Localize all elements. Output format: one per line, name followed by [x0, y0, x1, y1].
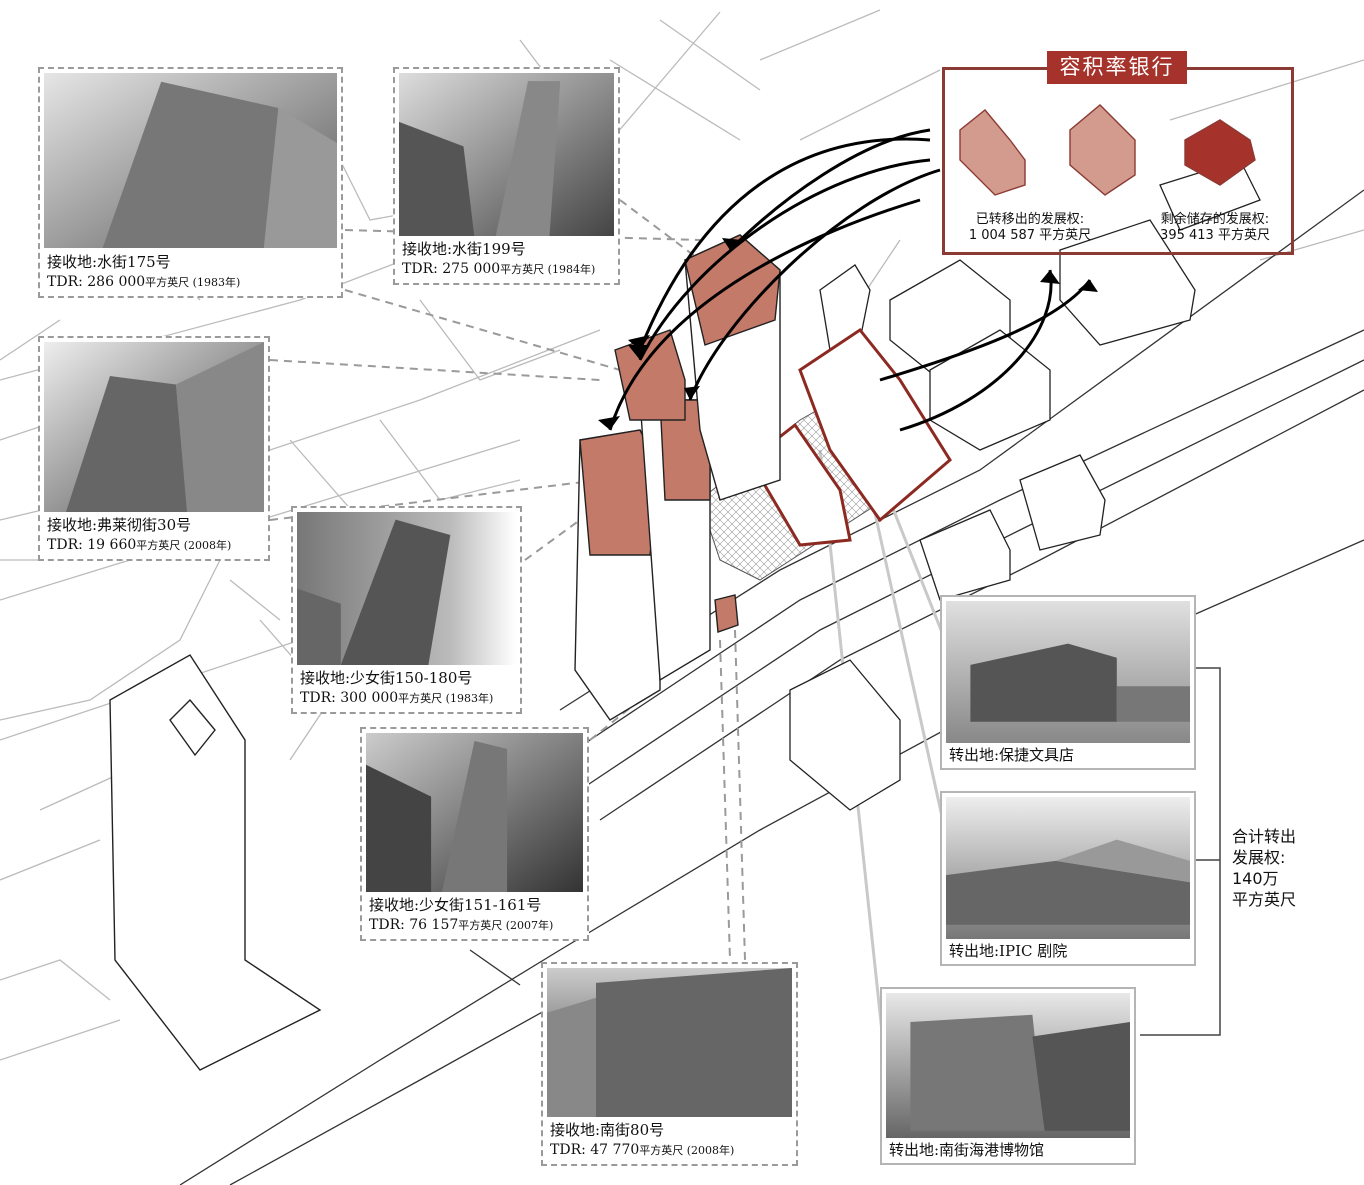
transferred-label: 已转移出的发展权: [975, 212, 1085, 227]
site-photo [44, 73, 337, 248]
site-tdr: TDR: 19 660平方英尺 (2008年) [47, 535, 264, 556]
site-tdr: TDR: 300 000平方英尺 (1983年) [300, 688, 516, 709]
tdr-value: TDR: 47 770 [550, 1142, 640, 1158]
site-caption: 接收地:南街80号 TDR: 47 770平方英尺 (2008年) [550, 1120, 792, 1161]
transfer-arrows [608, 128, 1092, 432]
transferred-rights: 已转移出的发展权: 1 004 587 平方英尺 [955, 212, 1105, 244]
sending-site-card-ipic: 转出地:IPIC 剧院 [940, 791, 1196, 966]
site-photo [886, 993, 1130, 1138]
tdr-detail: 平方英尺 (1983年) [145, 276, 241, 289]
receiving-site-card-150-180-maiden: 接收地:少女街150-180号 TDR: 300 000平方英尺 (1983年) [291, 506, 522, 714]
bank-icons [959, 104, 1256, 196]
transferred-value: 1 004 587 平方英尺 [968, 228, 1092, 243]
tdr-value: TDR: 300 000 [300, 690, 399, 706]
site-label: 接收地:少女街151-161号 [369, 896, 542, 914]
context-buildings [789, 159, 1261, 811]
site-photo [297, 512, 516, 665]
total-line: 平方英尺 [1232, 890, 1297, 909]
site-caption: 转出地:南街海港博物馆 [889, 1140, 1130, 1160]
site-photo [547, 968, 792, 1117]
site-label: 接收地:少女街150-180号 [300, 669, 473, 687]
remaining-rights: 剩余储存的发展权: 395 413 平方英尺 [1140, 212, 1290, 244]
site-caption: 接收地:水街199号 TDR: 275 000平方英尺 (1984年) [402, 239, 614, 280]
total-transferred-label: 合计转出 发展权: 140万 平方英尺 [1232, 826, 1296, 910]
tdr-value: TDR: 76 157 [369, 917, 459, 933]
tdr-detail: 平方英尺 (2008年) [639, 1144, 735, 1157]
total-bracket [1140, 667, 1221, 1036]
site-tdr: TDR: 275 000平方英尺 (1984年) [402, 259, 614, 280]
site-tdr: TDR: 76 157平方英尺 (2007年) [369, 915, 583, 936]
arrow-heads [598, 238, 1098, 430]
site-caption: 接收地:少女街151-161号 TDR: 76 157平方英尺 (2007年) [369, 895, 583, 936]
receiving-site-card-80-south: 接收地:南街80号 TDR: 47 770平方英尺 (2008年) [541, 962, 798, 1166]
site-label: 转出地:IPIC 剧院 [949, 942, 1068, 960]
receiving-site-card-199-water: 接收地:水街199号 TDR: 275 000平方英尺 (1984年) [393, 67, 620, 285]
site-caption: 转出地:IPIC 剧院 [949, 941, 1190, 961]
site-photo [44, 342, 264, 512]
total-line: 140万 [1232, 869, 1279, 888]
tdr-value: TDR: 286 000 [47, 274, 146, 290]
site-tdr: TDR: 47 770平方英尺 (2008年) [550, 1140, 792, 1161]
site-label: 接收地:水街175号 [47, 253, 171, 271]
tdr-value: TDR: 19 660 [47, 537, 137, 553]
receiving-site-card-30-fletcher: 接收地:弗莱彻街30号 TDR: 19 660平方英尺 (2008年) [38, 336, 270, 561]
far-bank-title: 容积率银行 [1047, 51, 1187, 84]
site-photo [946, 601, 1190, 743]
tdr-detail: 平方英尺 (1983年) [398, 692, 494, 705]
site-caption: 接收地:少女街150-180号 TDR: 300 000平方英尺 (1983年) [300, 668, 516, 709]
site-caption: 接收地:水街175号 TDR: 286 000平方英尺 (1983年) [47, 252, 337, 293]
receiving-site-card-151-161-maiden: 接收地:少女街151-161号 TDR: 76 157平方英尺 (2007年) [360, 727, 589, 941]
tdr-value: TDR: 275 000 [402, 261, 501, 277]
sending-site-card-stationery: 转出地:保捷文具店 [940, 595, 1196, 770]
site-caption: 转出地:保捷文具店 [949, 745, 1190, 765]
receiving-site-card-175-water: 接收地:水街175号 TDR: 286 000平方英尺 (1983年) [38, 67, 343, 298]
site-label: 转出地:保捷文具店 [949, 746, 1075, 764]
sending-site-card-museum: 转出地:南街海港博物馆 [880, 987, 1136, 1165]
site-photo [946, 797, 1190, 939]
remaining-label: 剩余储存的发展权: [1160, 212, 1270, 227]
site-photo [366, 733, 583, 892]
site-label: 转出地:南街海港博物馆 [889, 1141, 1045, 1159]
total-line: 合计转出 [1232, 827, 1297, 846]
site-photo [399, 73, 614, 236]
connector-lines [269, 199, 746, 961]
tdr-detail: 平方英尺 (1984年) [500, 263, 596, 276]
remaining-value: 395 413 平方英尺 [1160, 228, 1270, 243]
site-label: 接收地:南街80号 [550, 1121, 665, 1139]
tdr-detail: 平方英尺 (2008年) [136, 539, 232, 552]
total-line: 发展权: [1232, 848, 1286, 867]
tdr-detail: 平方英尺 (2007年) [458, 919, 554, 932]
site-tdr: TDR: 286 000平方英尺 (1983年) [47, 272, 337, 293]
site-label: 接收地:弗莱彻街30号 [47, 516, 192, 534]
site-label: 接收地:水街199号 [402, 240, 526, 258]
site-caption: 接收地:弗莱彻街30号 TDR: 19 660平方英尺 (2008年) [47, 515, 264, 556]
